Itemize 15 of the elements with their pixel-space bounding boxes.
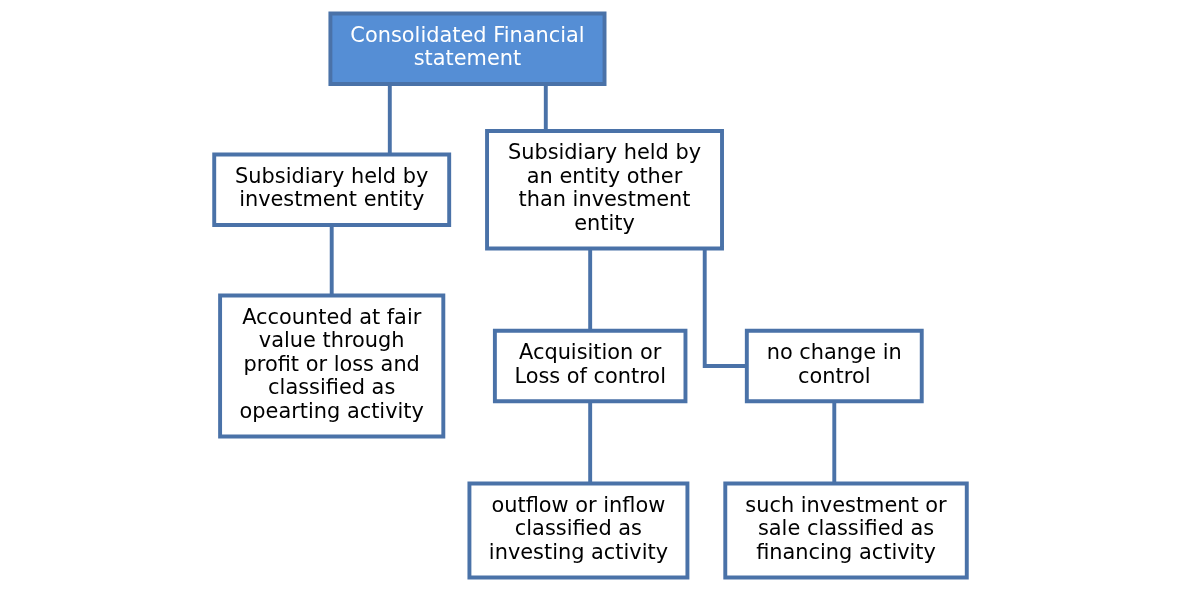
connector [702,248,747,368]
connector [387,84,392,155]
connector [588,401,593,484]
node-box: outflow or inflow classified as investing activity [467,481,690,580]
node-box: no change in control [744,328,924,404]
node-box: Subsidiary held by an entity other than investment entity [485,129,724,251]
connector [543,84,548,131]
node-box: Acquisition or Loss of control [492,328,688,404]
connector [832,401,837,484]
connector [329,225,334,296]
node-box: such investment or sale classified as financing activity [723,481,969,580]
node-box: Accounted at fair value through profit or loss and classified as opearting activity [218,293,446,439]
node-box: Subsidiary held by investment entity [212,152,452,227]
node-box: Consolidated Financial statement [328,11,607,86]
connector [588,248,593,331]
